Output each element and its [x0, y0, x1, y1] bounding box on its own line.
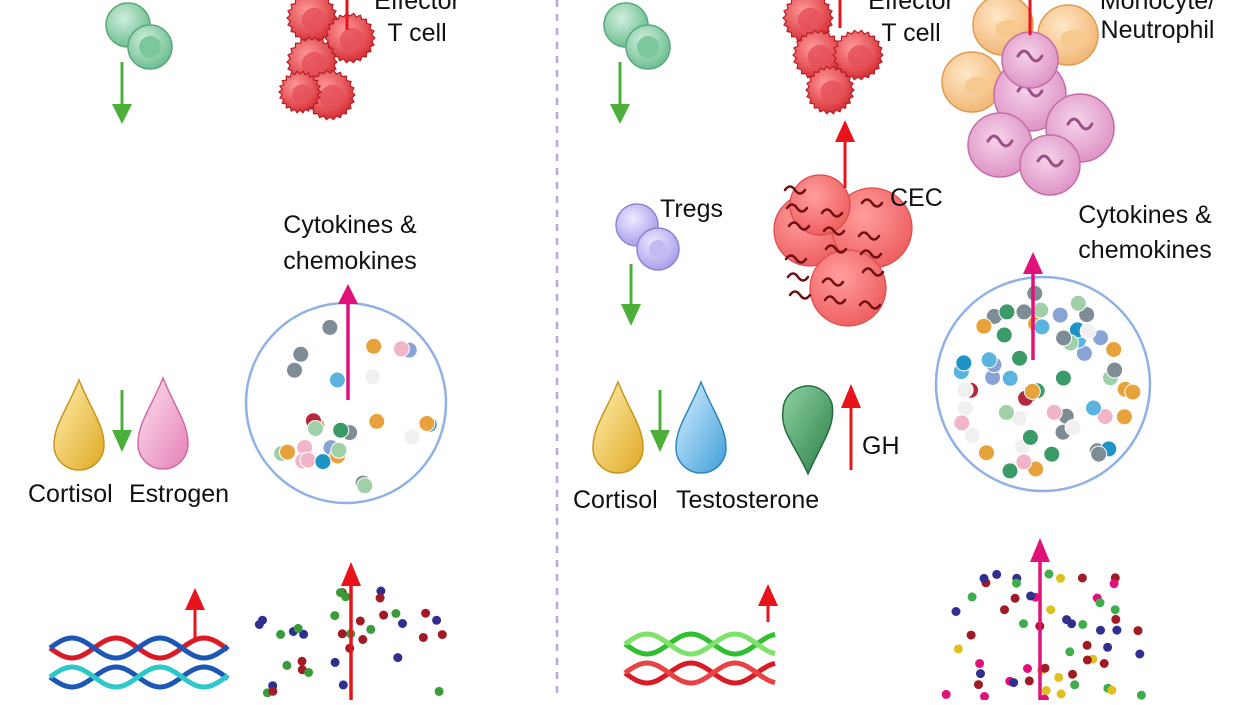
testosterone-label: Testosterone [676, 486, 820, 514]
left-hormone-down-arrow [112, 390, 132, 452]
left-cortisol-drop [53, 378, 105, 471]
gh-drop [781, 385, 834, 476]
myeloid-label-top: Monocyte/ [1099, 0, 1216, 15]
right-cortisol-drop [592, 380, 644, 474]
right-effector-t-cell-cluster [782, 0, 884, 115]
right-scatter-up-arrow [1030, 538, 1050, 700]
myeloid-label-bottom: Neutrophil [1100, 16, 1215, 44]
left-cytokines-label-1: Cytokines & [283, 211, 417, 239]
right-effector-label-top: Effector [868, 0, 954, 15]
tregs-label: Tregs [660, 195, 723, 223]
tregs-cells [615, 203, 680, 271]
right-cortisol-label: Cortisol [573, 486, 658, 514]
left-green-cells [105, 2, 173, 70]
right-dna-up-arrow [758, 584, 778, 622]
gh-up-arrow [841, 384, 861, 470]
tregs-down-arrow [621, 264, 641, 326]
left-dna-helix [48, 635, 230, 690]
gh-label: GH [862, 432, 900, 460]
right-scatter-dots [941, 569, 1146, 704]
cec-up-arrow [835, 120, 855, 188]
right-dna-helix [623, 631, 776, 686]
left-effector-label-top: Effector [374, 0, 460, 15]
left-effector-t-cell-cluster [278, 0, 376, 121]
cec-cluster [773, 174, 913, 327]
left-scatter-dots [254, 586, 447, 698]
left-cortisol-label: Cortisol [28, 480, 113, 508]
right-green-cells [603, 2, 671, 70]
left-cytokine-circle [244, 284, 448, 505]
left-scatter-up-arrow [341, 562, 361, 700]
cec-label: CEC [890, 184, 943, 212]
left-cytokines-label-2: chemokines [283, 247, 417, 275]
right-cytokines-label-1: Cytokines & [1078, 201, 1212, 229]
left-estrogen-label: Estrogen [129, 480, 230, 508]
right-effector-label-bottom: T cell [881, 19, 941, 47]
right-green-down-arrow [610, 62, 630, 124]
monocyte-neutrophil-cluster [941, 0, 1115, 196]
testosterone-drop [675, 380, 727, 474]
right-cytokine-circle [934, 252, 1152, 493]
left-estrogen-drop [137, 376, 189, 470]
right-hormone-down-arrow [650, 390, 670, 452]
left-dna-up-arrow [185, 588, 205, 640]
right-cytokines-label-2: chemokines [1078, 236, 1212, 264]
left-effector-label-bottom: T cell [387, 19, 447, 47]
left-green-down-arrow [112, 62, 132, 124]
